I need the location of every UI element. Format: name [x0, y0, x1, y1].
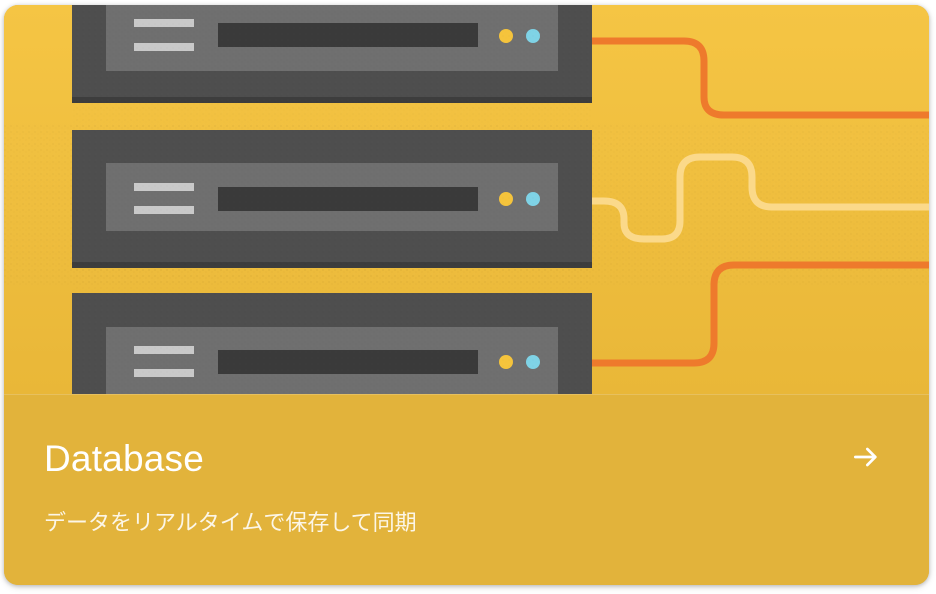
card-footer	[4, 394, 929, 585]
arrow-forward-icon[interactable]	[848, 439, 884, 475]
server-rack-illustration	[4, 5, 929, 394]
card-description: データをリアルタイムで保存して同期	[44, 511, 417, 536]
database-card[interactable]: Database データをリアルタイムで保存して同期	[4, 5, 929, 585]
card-title: Database	[44, 438, 204, 479]
